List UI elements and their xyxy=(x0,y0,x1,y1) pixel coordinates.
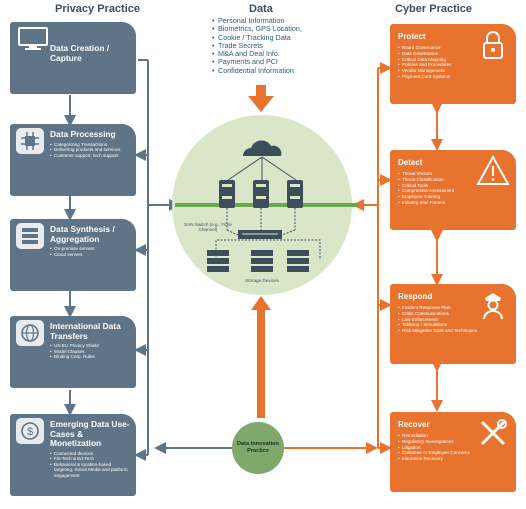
bullet: Policies and Procedures xyxy=(398,62,508,68)
bullet: Delivering products and services xyxy=(50,147,130,153)
monitor-icon xyxy=(16,26,50,52)
bullet: Fin-Tech & Ed-Tech xyxy=(50,456,130,462)
privacy-box-title: Emerging Data Use-Cases & Monetization xyxy=(50,419,130,448)
data-innovation-practice-circle: Data Innovation Practice xyxy=(232,422,284,474)
privacy-box-emerging-use-cases: $ Emerging Data Use-Cases & Monetization… xyxy=(10,414,136,496)
globe-icon xyxy=(16,320,44,346)
cyber-box-title: Detect xyxy=(398,158,423,167)
data-heading: Data xyxy=(249,3,273,15)
innovation-label: Data Innovation Practice xyxy=(237,441,279,454)
bullet: Incident Response Plan xyxy=(398,305,508,311)
privacy-box-title: Data Creation / Capture xyxy=(50,43,110,63)
privacy-box-title: Data Processing xyxy=(50,129,116,139)
cyber-bullets: Board Governance Data Governance Critica… xyxy=(398,45,508,80)
bullet: Critical Data Mapping xyxy=(398,57,508,63)
san-switch-label: SAN Switch (e.g., Fibre Channel) xyxy=(184,222,232,233)
bullet: Behavioral & location-based targeting, S… xyxy=(50,462,130,479)
bullet: Board Governance xyxy=(398,45,508,51)
bullet: Threat Classification xyxy=(398,177,508,183)
privacy-practice-heading: Privacy Practice xyxy=(55,3,141,15)
bullet: Connected devices xyxy=(50,451,130,457)
bullet: Model Clauses xyxy=(50,349,130,355)
bullet: Binding Corp. Rules xyxy=(50,354,130,360)
bullet: Tabletop / Simulations xyxy=(398,322,508,328)
data-item: Biometrics, GPS Location, xyxy=(212,24,302,33)
cyber-bullets: Remediation Regulatory Investigations Li… xyxy=(398,433,508,462)
money-icon: $ xyxy=(16,418,44,444)
cyber-box-respond: Respond Incident Response Plan Crisis Co… xyxy=(390,284,516,364)
privacy-box-data-creation: Data Creation / Capture xyxy=(10,22,136,94)
cyber-box-title: Respond xyxy=(398,292,433,301)
data-item: Personal Information xyxy=(212,16,302,25)
cyber-box-recover: Recover Remediation Regulatory Investiga… xyxy=(390,412,516,492)
data-input-arrow xyxy=(248,85,274,112)
data-types-list: Personal Information Biometrics, GPS Loc… xyxy=(212,16,302,75)
cyber-box-detect: Detect Threat Vectors Threat Classificat… xyxy=(390,150,516,230)
bullet: Customer support, tech support xyxy=(50,153,130,159)
bullet: Litigation xyxy=(398,445,508,451)
bullet: Insurance Recovery xyxy=(398,456,508,462)
bullet: Critical Tools xyxy=(398,183,508,189)
privacy-bullets: On-premise servers Cloud servers xyxy=(50,246,130,257)
data-item: Confidential Information xyxy=(212,66,302,75)
bullet: Remediation xyxy=(398,433,508,439)
privacy-box-title: Data Synthesis / Aggregation xyxy=(50,224,115,244)
cyber-box-title: Protect xyxy=(398,32,426,41)
cyber-bullets: Threat Vectors Threat Classification Cri… xyxy=(398,171,508,206)
bullet: Threat Vectors xyxy=(398,171,508,177)
cyber-practice-heading: Cyber Practice xyxy=(395,3,473,15)
bullet: Payment Card Systems xyxy=(398,74,508,80)
bullet: Vendor Management xyxy=(398,68,508,74)
bullet: Industry Intel Forums xyxy=(398,200,508,206)
bullet: Customer or Employee Concerns xyxy=(398,450,508,456)
bullet: Data Governance xyxy=(398,51,508,57)
cyber-bullets: Incident Response Plan Crisis Communicat… xyxy=(398,305,508,334)
bullet: Categorizing Transactions xyxy=(50,142,130,148)
cyber-bus xyxy=(352,62,392,454)
privacy-bullets: Categorizing Transactions Delivering pro… xyxy=(50,142,130,159)
cyber-box-title: Recover xyxy=(398,420,430,429)
chip-icon xyxy=(16,128,44,154)
bullet: Employee Training xyxy=(398,194,508,200)
bullet: Compromise Assessment xyxy=(398,188,508,194)
data-item: Payments and PCI xyxy=(212,58,302,67)
storage-devices-label: Storage Devices xyxy=(245,278,279,283)
bullet: Law Enforcement xyxy=(398,317,508,323)
bullet: Regulatory Investigations xyxy=(398,439,508,445)
cyber-box-protect: Protect Board Governance Data Governance… xyxy=(390,24,516,104)
privacy-bus xyxy=(134,59,181,461)
privacy-box-data-processing: Data Processing Categorizing Transaction… xyxy=(10,124,136,196)
storage-device-icons xyxy=(207,250,309,272)
privacy-box-international-transfers: International Data Transfers US-EU Priva… xyxy=(10,316,136,388)
innovation-up-arrow xyxy=(251,296,271,418)
data-item: Cookie / Tracking Data xyxy=(212,33,302,42)
svg-text:$: $ xyxy=(27,426,33,438)
privacy-bullets: Connected devices Fin-Tech & Ed-Tech Beh… xyxy=(50,451,130,479)
data-item: Trade Secrets xyxy=(212,41,302,50)
bullet: US-EU Privacy Shield xyxy=(50,343,130,349)
bullet: Risk Mitigation Tools and Techniques xyxy=(398,328,508,334)
server-stack-icon xyxy=(16,223,44,249)
data-item: M&A and Deal Info. xyxy=(212,49,302,58)
cloud-icon xyxy=(243,140,282,156)
bullet: On-premise servers xyxy=(50,246,130,252)
privacy-box-title: International Data Transfers xyxy=(50,321,121,341)
privacy-bullets: US-EU Privacy Shield Model Clauses Bindi… xyxy=(50,343,130,360)
privacy-box-data-synthesis: Data Synthesis / Aggregation On-premise … xyxy=(10,219,136,291)
bullet: Crisis Communications xyxy=(398,311,508,317)
bullet: Cloud servers xyxy=(50,252,130,258)
